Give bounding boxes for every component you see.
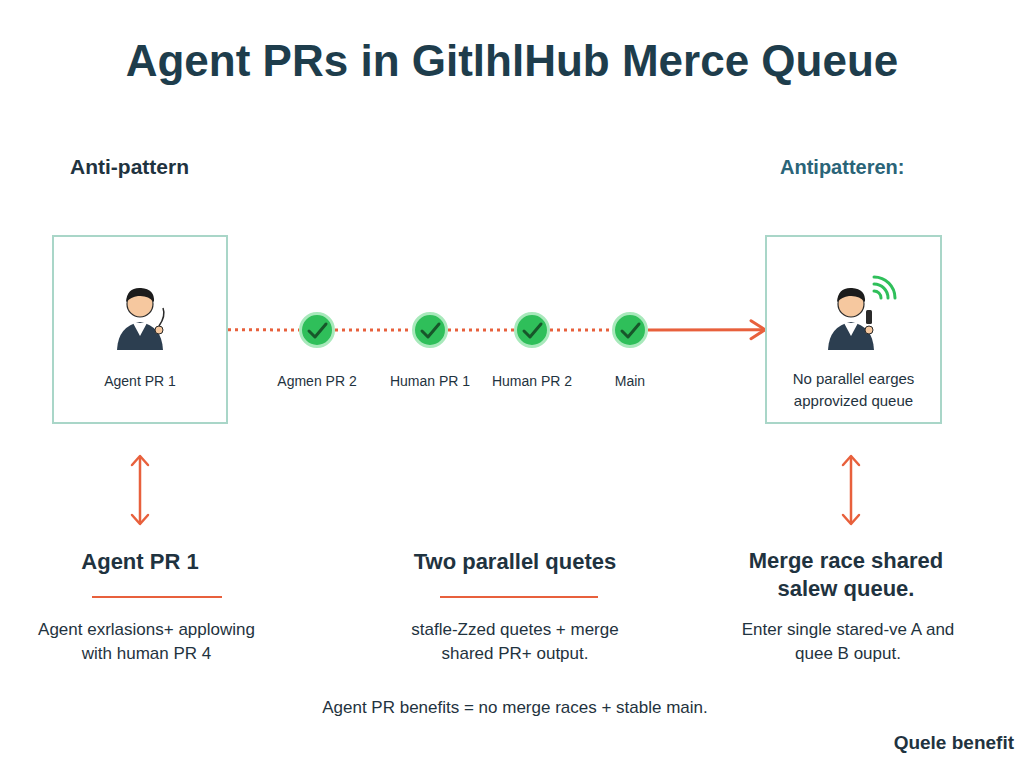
connector-line [648, 328, 765, 331]
column-heading: Two parallel quetes [395, 547, 635, 577]
column-note: stafle-Zzed quetes + merge shared PR+ ou… [405, 618, 625, 666]
process-box: Agent PR 1 [52, 235, 228, 424]
node-label: Agent PR 1 [52, 370, 228, 392]
node-label: Main [570, 370, 690, 392]
footer-tag: Quele benefit [820, 730, 1014, 756]
diagram-title: Agent PRs in GitlhlHub Merce Queue [0, 34, 1024, 88]
dotted-connector [448, 330, 514, 331]
section-label: Antipatteren: [780, 153, 950, 181]
column-note: Agent exrlasions+ applowing with human P… [24, 618, 269, 666]
column-heading: Agent PR 1 [40, 547, 240, 577]
person-icon [117, 288, 164, 350]
queue-step: Agmen PR 2 [299, 312, 335, 348]
connector-line [335, 329, 412, 332]
dotted-connector [550, 330, 612, 331]
summary-note: Agent PR benefits = no merge races + sta… [190, 696, 840, 720]
signal-arcs [874, 277, 895, 298]
process-box: No parallel earges approvized queue [765, 235, 942, 424]
double-arrow [132, 456, 859, 524]
queue-step: Human PR 2 [514, 312, 550, 348]
connector-line [550, 329, 612, 332]
check-mark [309, 324, 639, 337]
queue-step: Human PR 1 [412, 312, 448, 348]
connector-line [228, 328, 299, 331]
column-heading: Merge race shared salew queue. [731, 547, 961, 603]
person-icon [828, 288, 874, 350]
queue-step: Main [612, 312, 648, 348]
dotted-connector [228, 329, 299, 330]
node-label: No parallel earges approvized queue [773, 368, 934, 412]
connector-line [448, 329, 514, 332]
section-label: Anti-pattern [70, 153, 250, 181]
heading-underline [92, 596, 598, 598]
arrow-head [751, 321, 765, 339]
node-label: Agmen PR 2 [257, 370, 377, 392]
arrow-connector [648, 321, 765, 339]
node-label: Human PR 1 [370, 370, 490, 392]
node-label: Human PR 2 [472, 370, 592, 392]
dotted-connector [335, 330, 412, 331]
column-note: Enter single stared-ve A and quee B oupu… [738, 618, 958, 666]
